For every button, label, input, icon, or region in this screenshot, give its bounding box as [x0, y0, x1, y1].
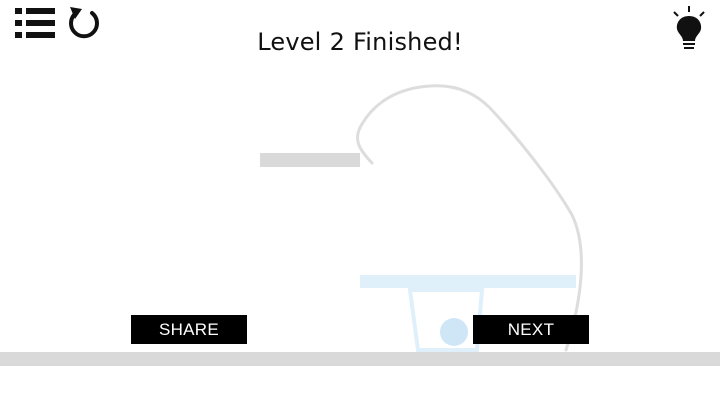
ledge-platform — [260, 153, 360, 167]
ball — [440, 318, 468, 346]
level-status: Finished! — [353, 28, 463, 56]
level-word: Level — [257, 28, 322, 56]
cup-body — [407, 288, 485, 352]
list-menu-icon[interactable] — [13, 5, 57, 41]
restart-icon[interactable] — [66, 4, 106, 42]
ground — [0, 352, 720, 366]
next-button[interactable]: NEXT — [473, 315, 589, 344]
level-number: 2 — [329, 28, 346, 56]
share-button[interactable]: SHARE — [131, 315, 247, 344]
cup-rim — [360, 275, 576, 288]
lightbulb-icon[interactable] — [668, 4, 710, 50]
drawn-line — [356, 84, 583, 352]
